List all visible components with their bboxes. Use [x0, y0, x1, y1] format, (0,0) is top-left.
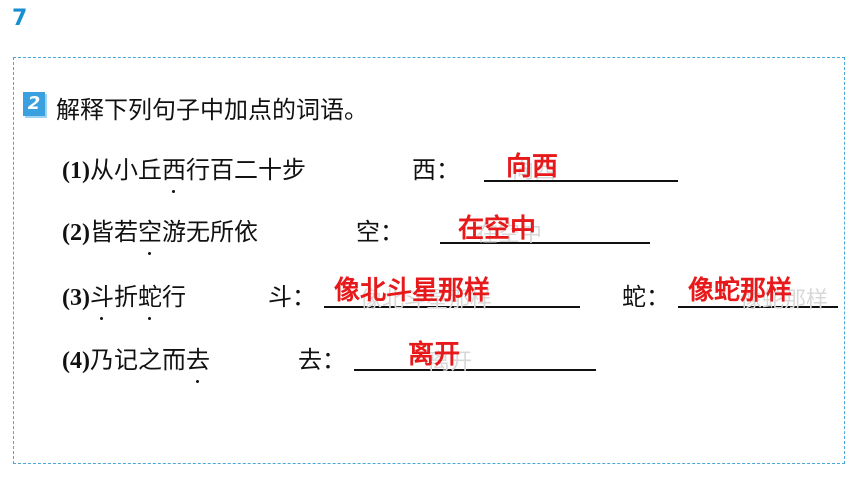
sentence-2: (2)皆若空游无所依 [62, 212, 258, 255]
sentence-text: 皆若 [89, 218, 138, 246]
dotted-word: 蛇 [138, 277, 162, 320]
dotted-word: 去 [186, 340, 210, 383]
sentence-4: (4)乃记之而去 [62, 340, 210, 383]
page-number: 7 [12, 6, 28, 31]
item-number: (3) [62, 285, 90, 311]
term-label: 去： [298, 346, 346, 374]
sentence-text: 行百二十步 [185, 156, 306, 184]
term-label: 蛇： [622, 283, 670, 311]
ghost-answer: 向西 [512, 159, 557, 184]
answer-text: 像蛇那样 [688, 276, 793, 306]
answer-blank [324, 306, 580, 308]
answer-blank [354, 369, 596, 371]
sentence-3: (3)斗折蛇行 [62, 277, 186, 320]
answer-text: 离开 [408, 340, 461, 370]
question-number-badge: 2 [23, 92, 45, 116]
sentence-1: (1)从小丘西行百二十步 [62, 150, 306, 193]
answer-blank [678, 306, 838, 308]
dotted-word: 空 [138, 212, 162, 255]
term-label: 斗： [268, 283, 316, 311]
ghost-answer: 像北斗星那样 [360, 288, 493, 313]
sentence-text: 游无所依 [161, 218, 258, 246]
term-label: 空： [356, 218, 404, 246]
answer-text: 向西 [506, 152, 559, 182]
dotted-word: 西 [162, 150, 186, 193]
ghost-answer: 在空中 [476, 222, 543, 247]
item-number: (2) [62, 220, 90, 246]
ghost-answer: 像蛇那样 [740, 288, 829, 313]
sentence-text: 折 [113, 283, 138, 311]
answer-blank [440, 242, 650, 244]
ghost-answer: 离开 [428, 350, 473, 375]
question-title: 解释下列句子中加点的词语。 [56, 96, 368, 124]
answer-text: 在空中 [458, 214, 537, 244]
question-frame [13, 57, 845, 464]
term-label: 西： [412, 156, 460, 184]
answer-blank [484, 180, 678, 182]
item-number: (1) [62, 158, 90, 184]
sentence-text: 乃记之而 [89, 346, 186, 374]
sentence-text: 从小丘 [89, 156, 162, 184]
sentence-text: 行 [161, 283, 186, 311]
dotted-word: 斗 [90, 277, 114, 320]
answer-text: 像北斗星那样 [334, 276, 491, 306]
item-number: (4) [62, 348, 90, 374]
